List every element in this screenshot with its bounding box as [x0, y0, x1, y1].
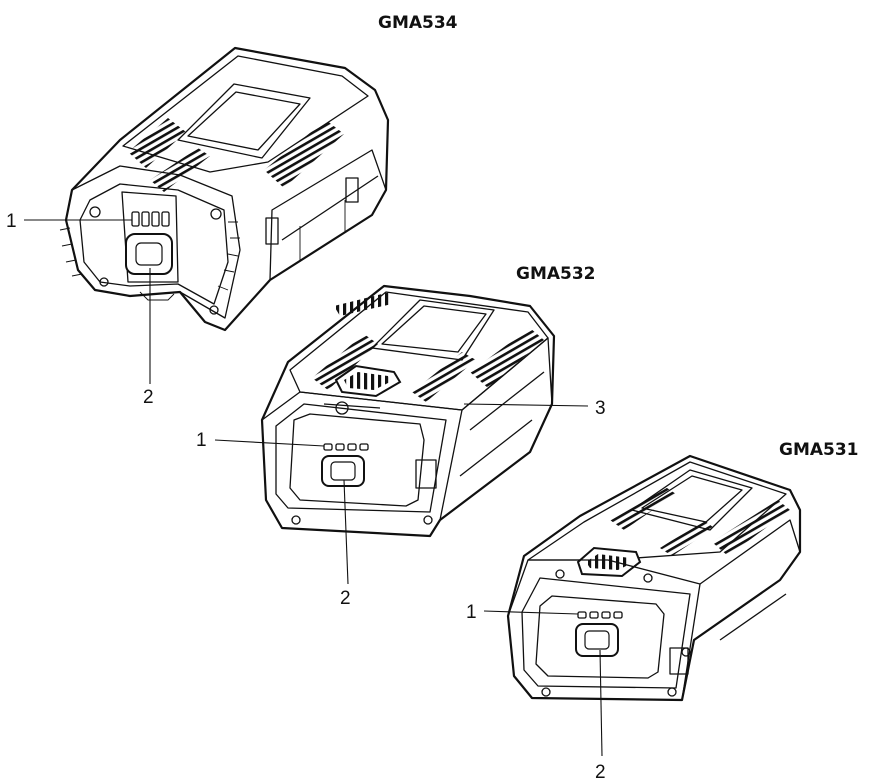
callout-number: 1 — [466, 602, 477, 623]
callout-leader — [214, 439, 325, 447]
callout-leader — [343, 479, 349, 585]
battery-gma531: GMA531 — [466, 440, 859, 782]
callout-leader — [483, 610, 579, 615]
handle-icon — [334, 364, 402, 398]
led-indicator-icon — [323, 443, 369, 451]
battery-pack-icon — [506, 454, 802, 702]
callout-number: 1 — [196, 430, 207, 451]
battery-pack-icon — [59, 46, 390, 332]
button-icon — [125, 233, 173, 275]
led-indicator-icon — [577, 611, 623, 619]
battery-gma532: GMA532 — [196, 264, 606, 609]
handle-icon — [576, 546, 642, 578]
callout-leader — [599, 649, 603, 757]
button-icon — [575, 623, 619, 657]
battery-gma534: GMA534 — [6, 13, 458, 408]
callout-number: 3 — [595, 398, 606, 419]
battery-pack-icon — [260, 284, 556, 538]
callout-number: 2 — [340, 588, 351, 609]
model-label-gma531: GMA531 — [779, 440, 859, 460]
callout-number: 2 — [595, 762, 606, 782]
callout-number: 2 — [143, 387, 154, 408]
model-label-gma532: GMA532 — [516, 264, 596, 284]
callout-leader — [463, 403, 589, 407]
led-indicator-icon — [131, 211, 170, 227]
callout-number: 1 — [6, 211, 17, 232]
model-label-gma534: GMA534 — [378, 13, 458, 33]
button-icon — [321, 455, 365, 487]
